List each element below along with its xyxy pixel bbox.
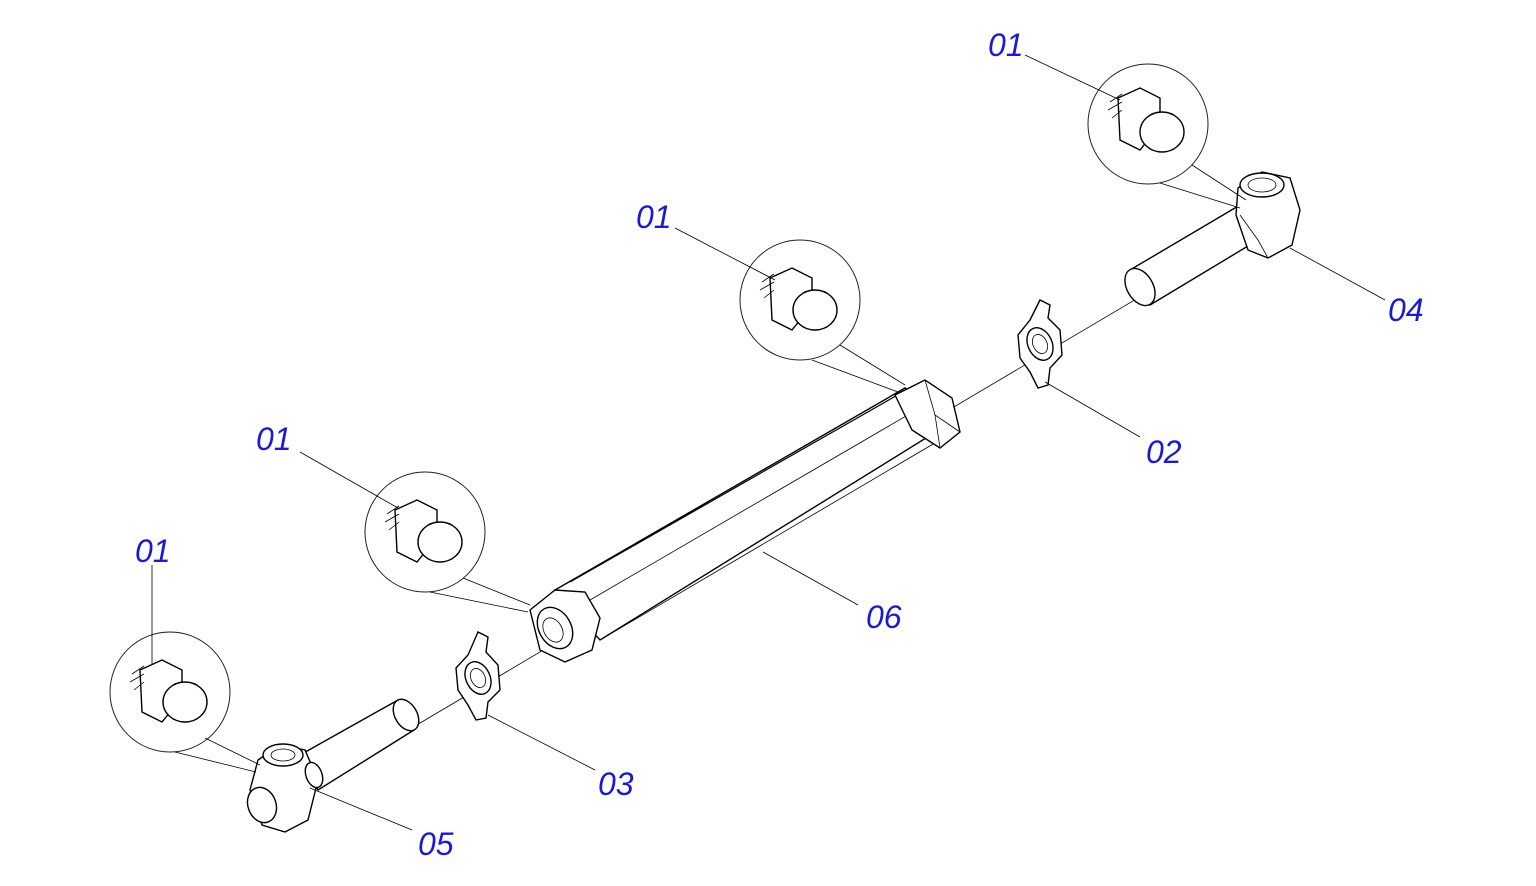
detail-circle-middle-lower <box>364 471 531 613</box>
part-02-wing-washer <box>1017 299 1063 389</box>
part-03-wing-washer <box>455 631 501 721</box>
part-05-elbow-pipe <box>246 698 420 833</box>
part-04-elbow-pipe <box>1124 171 1301 307</box>
callout-03: 03 <box>598 766 634 802</box>
callout-06: 06 <box>866 599 902 635</box>
detail-circle-middle-upper <box>739 239 906 393</box>
callout-01-middle-lower: 01 <box>256 421 292 457</box>
part-06-tube <box>529 379 961 663</box>
callout-02: 02 <box>1146 434 1182 470</box>
detail-circle-lower-left <box>109 631 261 773</box>
detail-circle-upper-right <box>1087 63 1247 209</box>
callout-05: 05 <box>418 826 454 862</box>
callout-01-middle-upper: 01 <box>636 199 672 235</box>
callout-01-upper-right: 01 <box>988 27 1024 63</box>
leader-lines <box>151 54 1386 831</box>
callout-01-lower-left: 01 <box>135 533 171 569</box>
callout-04: 04 <box>1388 292 1424 328</box>
